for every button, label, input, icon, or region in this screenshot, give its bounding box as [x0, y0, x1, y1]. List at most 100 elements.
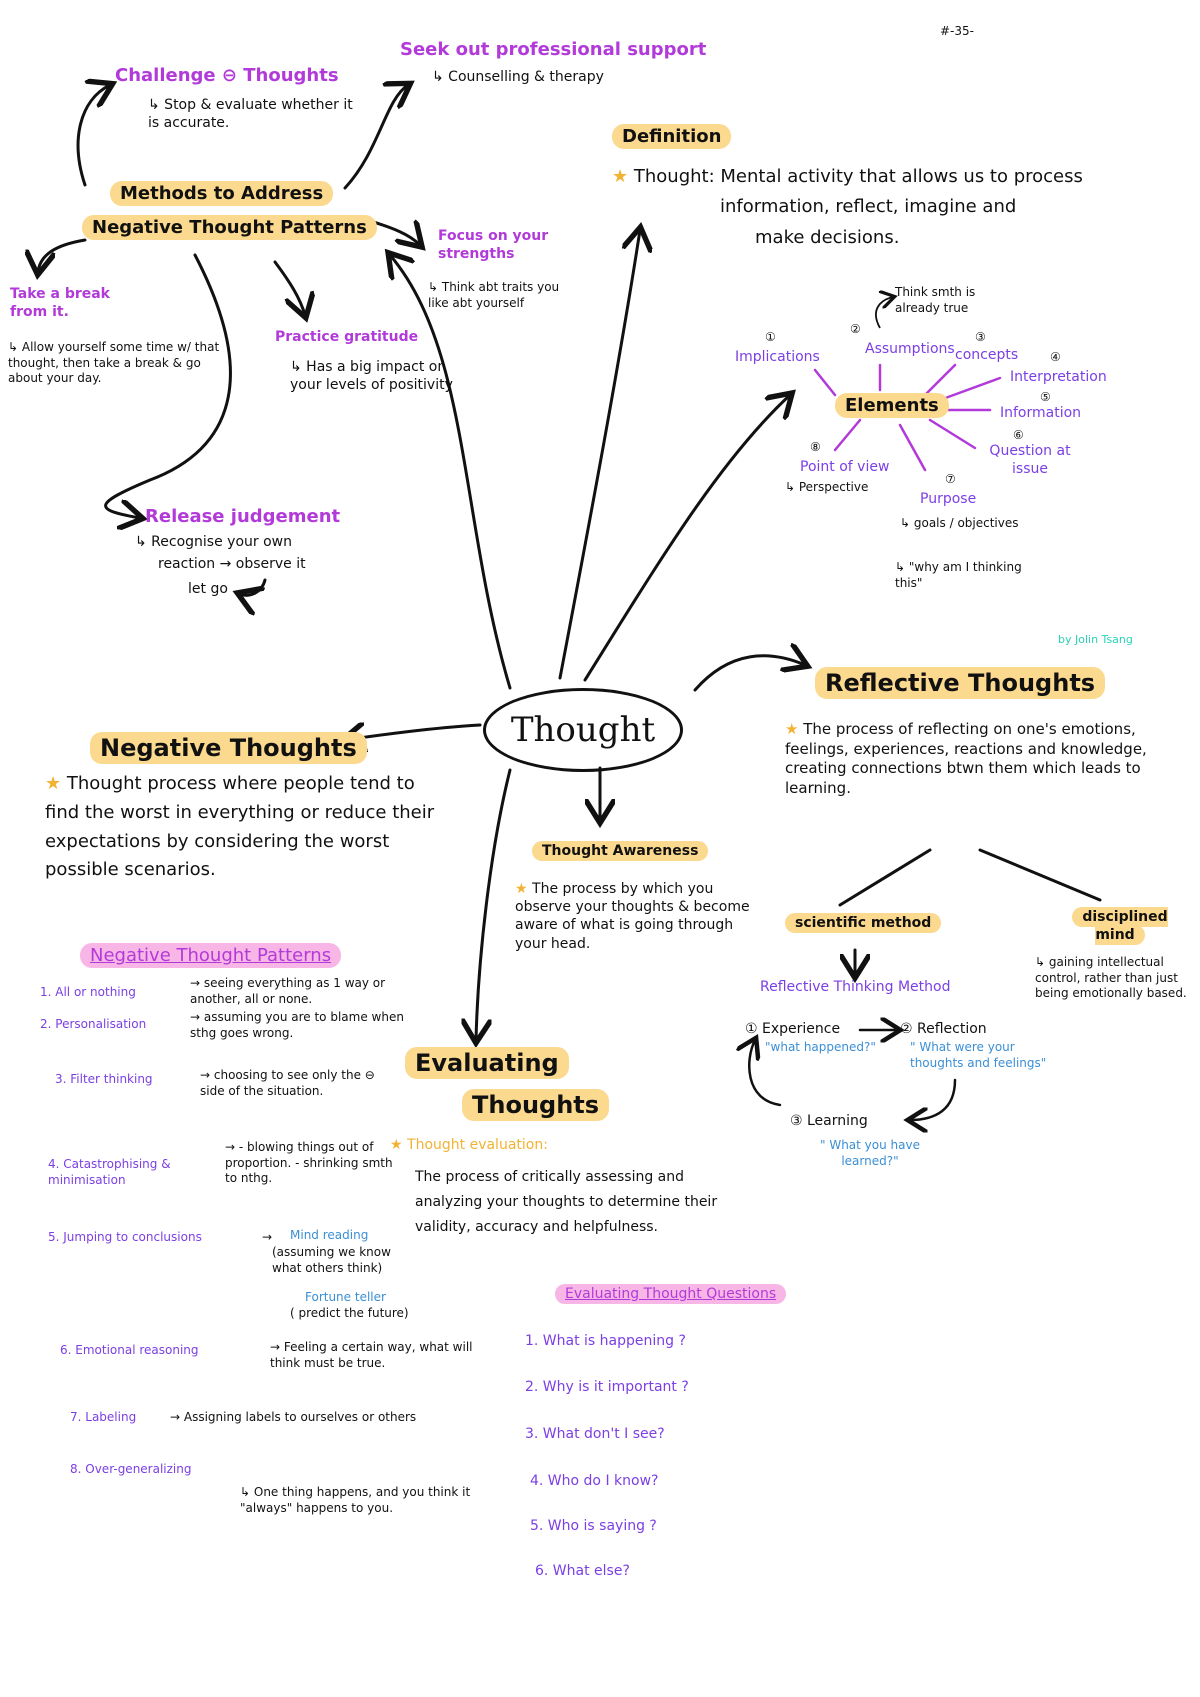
element-purpose: Purpose — [920, 491, 977, 507]
reflective-star-icon: ★ — [785, 720, 799, 738]
arrow-to-break — [38, 238, 87, 272]
pattern-4-desc: → - blowing things out of proportion. - … — [225, 1140, 393, 1186]
definition-line-1: ★ Thought: Mental activity that allows u… — [612, 165, 1083, 188]
arrow-to-seek — [343, 85, 408, 190]
break-desc: ↳ Allow yourself some time w/ that thoug… — [8, 340, 220, 386]
evaluating-subtitle-text: Thought evaluation: — [407, 1137, 548, 1153]
challenge-title: Challenge ⊖ Thoughts — [115, 65, 339, 86]
element-concepts: concepts — [955, 347, 1019, 363]
definition-line-3: make decisions. — [755, 227, 900, 248]
arrow-to-methods — [390, 255, 512, 690]
center-node: Thought — [483, 688, 683, 772]
patterns-title-text: Negative Thought Patterns — [80, 943, 342, 968]
pattern-3-desc: → choosing to see only the ⊖ side of the… — [200, 1068, 375, 1098]
center-label: Thought — [510, 710, 656, 750]
rtm-experience: ① Experience — [745, 1021, 841, 1037]
element-num-3: ③ — [975, 330, 986, 344]
question-3: 3. What don't I see? — [525, 1426, 665, 1442]
pattern-1-label: 1. All or nothing — [40, 985, 136, 999]
release-desc-3: let go — [188, 581, 228, 597]
pattern-5-label: 5. Jumping to conclusions — [48, 1230, 202, 1244]
reflective-text: ★ The process of reflecting on one's emo… — [785, 720, 1170, 798]
question-2: 2. Why is it important ? — [525, 1379, 689, 1395]
gratitude-desc: ↳ Has a big impact on your levels of pos… — [290, 359, 453, 394]
elements-title: Elements — [835, 393, 949, 418]
definition-text-1: Thought: Mental activity that allows us … — [633, 166, 1083, 187]
element-num-1: ① — [765, 330, 776, 344]
break-title: Take a break from it. — [10, 286, 110, 321]
fortune-teller: Fortune teller — [305, 1290, 386, 1304]
element-num-6: ⑥ — [1013, 428, 1024, 442]
question-4: 4. Who do I know? — [530, 1473, 659, 1489]
element-pov: Point of view — [800, 459, 890, 475]
pattern-5-desc: → — [262, 1230, 273, 1244]
strengths-desc: ↳ Think abt traits you like abt yourself — [428, 280, 560, 310]
reflective-text-body: The process of reflecting on one's emoti… — [785, 720, 1147, 797]
arrow-assumption-note — [875, 297, 893, 329]
spoke-interpretation — [938, 376, 1002, 402]
negative-star-icon: ★ — [45, 773, 62, 794]
scientific-method-text: scientific method — [785, 913, 942, 933]
line-to-scientific — [838, 848, 932, 907]
disciplined-mind: disciplined mind — [1060, 907, 1180, 946]
pov-desc: ↳ Perspective — [785, 480, 869, 494]
arrow-ref-to-learn — [910, 1078, 957, 1120]
arrow-to-gratitude — [273, 260, 305, 315]
pattern-7-desc: → Assigning labels to ourselves or other… — [170, 1410, 417, 1424]
mind-reading: Mind reading — [290, 1228, 369, 1242]
awareness-star-icon: ★ — [515, 881, 528, 897]
negative-title: Negative Thoughts — [90, 732, 367, 764]
arrow-learn-to-exp — [749, 1040, 782, 1107]
rtm-reflection: ② Reflection — [900, 1021, 987, 1037]
rtm-reflection-q: " What were your thoughts and feelings" — [910, 1040, 1047, 1070]
pattern-1-desc: → seeing everything as 1 way or another,… — [190, 976, 386, 1006]
release-title: Release judgement — [145, 506, 341, 527]
seek-title: Seek out professional support — [400, 39, 707, 60]
definition-line-2: information, reflect, imagine and — [720, 196, 1017, 217]
pattern-2-label: 2. Personalisation — [40, 1017, 147, 1031]
challenge-desc: ↳ Stop & evaluate whether it is accurate… — [148, 97, 353, 132]
purpose-desc-2: ↳ "why am I thinking this" — [895, 560, 1022, 590]
element-implications: Implications — [735, 349, 820, 365]
reflective-title-text: Reflective Thoughts — [815, 667, 1106, 699]
evaluating-title-1-text: Evaluating — [405, 1047, 569, 1079]
seek-desc: ↳ Counselling & therapy — [432, 69, 604, 85]
pattern-6-desc: → Feeling a certain way, what will think… — [270, 1340, 473, 1370]
evaluating-subtitle: ★ Thought evaluation: — [390, 1136, 548, 1154]
question-1: 1. What is happening ? — [525, 1333, 686, 1349]
question-6: 6. What else? — [535, 1563, 630, 1579]
element-question: Question at issue — [989, 443, 1071, 478]
arrow-to-reflective — [693, 656, 805, 692]
element-interpretation: Interpretation — [1010, 369, 1107, 385]
disciplined-mind-text: disciplined mind — [1072, 907, 1168, 946]
element-information: Information — [1000, 405, 1082, 421]
element-num-2: ② — [850, 322, 861, 336]
definition-star-icon: ★ — [612, 166, 629, 187]
disciplined-desc: ↳ gaining intellectual control, rather t… — [1035, 955, 1187, 1001]
evaluating-text: The process of critically assessing and … — [415, 1169, 718, 1236]
spoke-pov — [833, 418, 862, 452]
questions-title-text: Evaluating Thought Questions — [555, 1284, 787, 1304]
awareness-title-text: Thought Awareness — [532, 841, 709, 861]
evaluating-title-2-text: Thoughts — [462, 1089, 610, 1121]
fortune-teller-desc: ( predict the future) — [290, 1306, 409, 1320]
release-desc-1: ↳ Recognise your own — [135, 534, 292, 550]
arrow-release-letgo — [240, 578, 267, 595]
element-assumptions: Assumptions — [865, 341, 955, 357]
pattern-8-desc: ↳ One thing happens, and you think it "a… — [240, 1485, 471, 1515]
negative-title-text: Negative Thoughts — [90, 732, 367, 764]
pattern-3-label: 3. Filter thinking — [55, 1072, 153, 1086]
element-num-4: ④ — [1050, 350, 1061, 364]
element-num-8: ⑧ — [810, 440, 821, 454]
arrow-to-evaluating — [476, 768, 512, 1040]
methods-title-2-text: Negative Thought Patterns — [82, 215, 377, 240]
element-num-5: ⑤ — [1040, 390, 1051, 404]
definition-title-text: Definition — [612, 124, 732, 149]
pattern-6-label: 6. Emotional reasoning — [60, 1343, 199, 1357]
definition-title: Definition — [612, 124, 732, 149]
methods-title-2: Negative Thought Patterns — [82, 215, 377, 240]
evaluating-title-2: Thoughts — [462, 1089, 610, 1121]
spoke-implications — [813, 368, 837, 397]
methods-title-1: Methods to Address — [110, 181, 334, 206]
arrow-to-elements — [583, 395, 790, 682]
